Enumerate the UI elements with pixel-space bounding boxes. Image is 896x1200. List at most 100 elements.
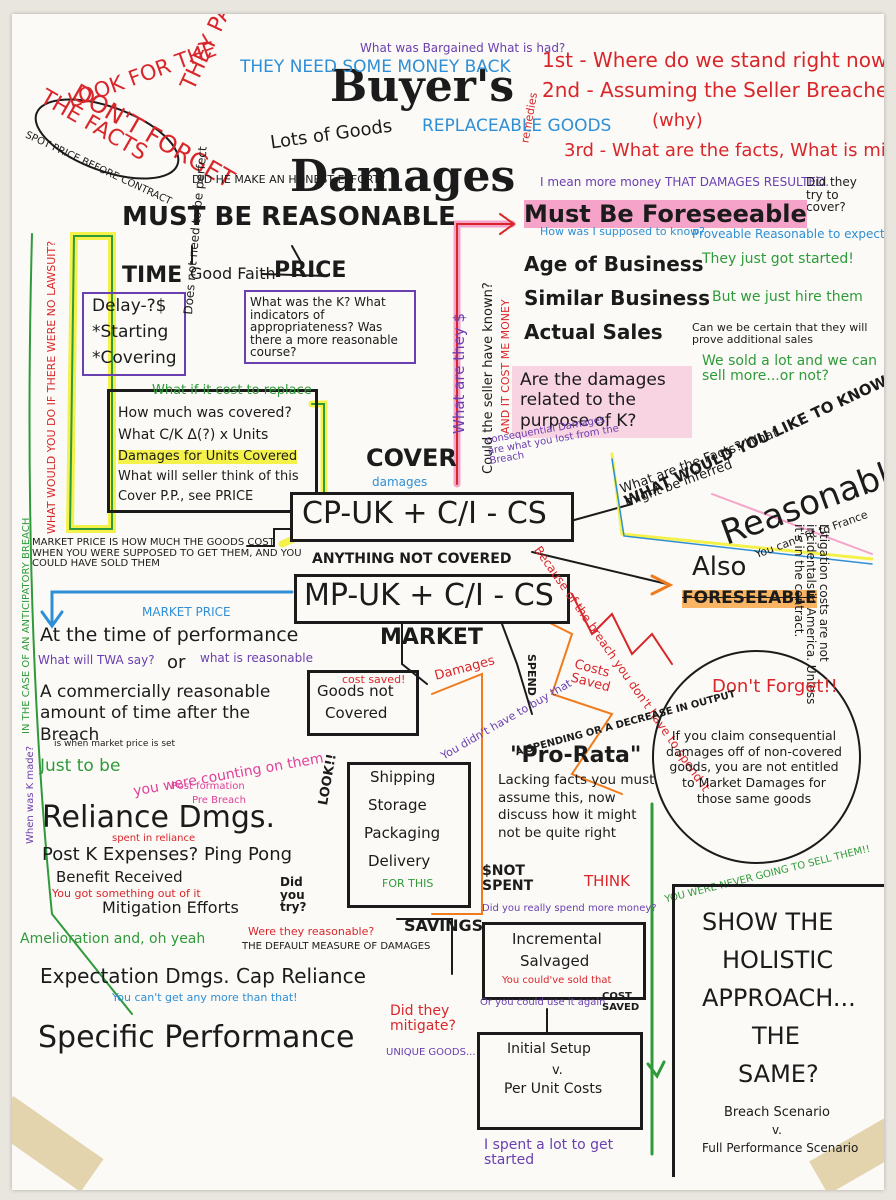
specific-performance: Specific Performance [38,1020,355,1055]
holistic-line-8: Full Performance Scenario [702,1141,859,1155]
pro-rata-heading: "Pro-Rata" [510,743,642,768]
time-label: TIME [122,263,183,288]
incremental-line2: Salvaged [520,952,590,970]
initial-v: v. [552,1063,563,1078]
question-2: 2nd - Assuming the Seller Breached [542,78,884,102]
also-label: Also [692,552,747,582]
more-money-text: I mean more money THAT DAMAGES RESULTED. [540,175,830,189]
price-label: PRICE [274,258,347,283]
title-buyers: Buyer's [330,61,515,112]
just-to-be: Just to be [40,756,121,776]
cant-get-more: You can't get any more than that! [112,991,298,1004]
unique-goods: UNIQUE GOODS... [386,1047,476,1058]
cover-line-4: What will seller think of this [118,469,299,484]
good-faith-label: Good Faith [190,264,276,283]
they-need-money-text: THEY NEED SOME MONEY BACK [240,57,511,77]
incremental-box [482,922,646,1000]
goods-not-covered-box [307,670,419,736]
holistic-line-3: APPROACH... [702,984,856,1012]
no-lawsuit-margin: WHAT WOULD YOU DO IF THERE WERE NO LAWSU… [45,240,58,534]
amelioration-text: Amelioration and, oh yeah [20,931,206,947]
got-something: You got something out of it [52,887,201,900]
reliance-heading: Reliance Dmgs. [42,800,276,835]
time-of-performance: At the time of performance [40,624,299,646]
cover-formula: CP-UK + C/I - CS [302,496,547,531]
pre-breach-note: Pre Breach [192,795,246,806]
cover-calculation-box [107,389,318,513]
per-unit-costs: Per Unit Costs [504,1081,603,1097]
spent-in-reliance: spent in reliance [112,833,196,844]
replaceable-goods-text: REPLACEABLE GOODS [422,116,612,136]
must-be-reasonable-label: MUST BE REASONABLE [122,202,456,232]
honest-effort-text: DID HE MAKE AN HONEST EFFORT? [192,173,386,186]
did-you-try: Did you try? [280,875,307,915]
for-this-label: FOR THIS [382,877,434,890]
anticipatory-note: IN THE CASE OF AN ANTICIPATORY BREACH [21,517,32,734]
what-are-they: What are they $ [450,312,468,434]
holistic-line-6: Breach Scenario [724,1105,830,1120]
market-label: MARKET [380,625,483,650]
market-formula-box [294,574,570,624]
covering-item: *Covering [92,348,177,368]
holistic-line-2: HOLISTIC [722,946,834,974]
cost-to-replace-q: What if it cost to replace [152,383,312,398]
cover-label: COVER [366,444,457,472]
related-box [512,366,692,438]
holistic-line-1: SHOW THE [702,908,834,936]
market-price-label: MARKET PRICE [142,605,231,619]
initial-setup-box [477,1032,643,1130]
cost-me-money: AND IT COST ME MONEY [499,299,512,434]
cover-line-1: How much was covered? [118,405,292,421]
market-price-note: MARKET PRICE IS HOW MUCH THE GOODS COST … [32,537,302,569]
what-reasonable-note: what is reasonable [200,651,313,665]
bargained-text: What was Bargained What is had? [360,41,566,55]
question-1: 1st - Where do we stand right now [542,48,884,72]
storage-item: Storage [368,796,427,814]
actual-sales: Actual Sales [524,320,663,344]
savings-label: SAVINGS [404,916,484,935]
concept-map-poster: Buyer's remedies Lots of Goods Damages L… [12,14,884,1190]
must-be-foreseeable-label: Must Be Foreseeable [524,200,807,228]
dont-forget-heading: Don't Forget!! [712,676,838,697]
foreseeable-2-label: FORESEEABLE [682,588,817,608]
post-k-expenses: Post K Expenses? Ping Pong [42,844,293,865]
anything-not-covered: ANYTHING NOT COVERED [312,551,512,567]
reasonable-q: Were they reasonable? [248,925,375,938]
is-when-note: is when market price is set [54,739,176,749]
just-hire-text: But we just hire them [712,289,863,305]
twa-note: What will TWA say? [38,653,155,667]
spent-a-lot: I spent a lot to get started [484,1137,614,1168]
post-formation-note: Post formation [172,781,245,792]
cost-saved-note: cost saved! [342,673,406,686]
try-cover-text: Did they try to cover? [806,175,857,215]
cover-formula-box [290,492,574,542]
delay-item: Delay-?$ [92,296,167,316]
shipping-item: Shipping [370,768,436,786]
cover-line-2: What C/K Δ(?) x Units [118,427,269,443]
incidentals-box [347,762,471,908]
default-measure: THE DEFAULT MEASURE OF DAMAGES [242,941,431,952]
starting-item: *Starting [92,322,169,342]
spend-label: SPEND [525,654,538,696]
must-be-reasonable-heading: MUST BE REASONABLE [122,202,456,232]
use-again-note: Or you could use it again [480,997,606,1008]
sold-more-text: We sold a lot and we can sell more...or … [702,353,878,384]
when-k-made: When was K made? [25,745,36,844]
or-label: or [167,652,186,673]
expectation-heading: Expectation Dmgs. Cap Reliance [40,964,366,988]
similar-business: Similar Business [524,286,710,310]
dont-forget-circle [652,650,861,864]
commercially-reasonable: A commercially reasonable amount of time… [40,682,271,745]
delivery-item: Delivery [368,852,431,870]
holistic-box-frame [672,884,884,1177]
goods-not-line1: Goods not [317,682,394,700]
title-damages: Damages [290,151,516,202]
goods-not-line2: Covered [325,704,388,722]
must-be-foreseeable-heading: Must Be Foreseeable [524,200,807,228]
not-spent-label: $NOT SPENT [482,863,534,894]
holistic-line-5: SAME? [738,1060,819,1088]
cost-saved-label: COST SAVED [602,991,640,1013]
dont-forget-body: If you claim consequential damages off o… [666,728,842,806]
damages-note: damages [372,475,428,489]
really-spend-note: Did you really spend more money? [482,903,657,914]
